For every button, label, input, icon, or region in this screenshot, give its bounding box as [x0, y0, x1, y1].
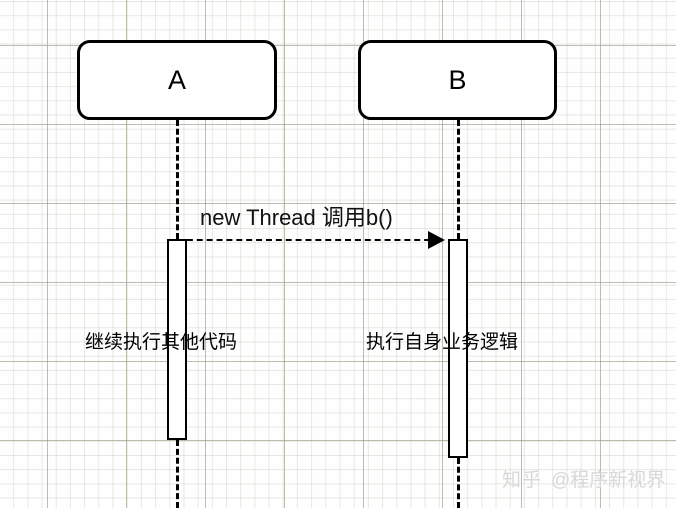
- activation-note-a: 继续执行其他代码: [85, 332, 238, 353]
- message-arrow-head-icon: [428, 231, 445, 249]
- lifeline-a-lower: [176, 440, 179, 508]
- watermark: 知乎 @程序新视界: [502, 471, 665, 490]
- lifeline-a-upper: [176, 120, 179, 239]
- participant-box-a[interactable]: A: [77, 40, 277, 120]
- participant-label-a: A: [167, 64, 186, 95]
- participant-box-b[interactable]: B: [358, 40, 557, 120]
- message-arrow-line: [177, 239, 440, 241]
- activation-note-b: 执行自身业务逻辑: [366, 332, 519, 353]
- message-label: new Thread 调用b(): [200, 205, 393, 230]
- activation-bar-a[interactable]: [167, 239, 187, 440]
- watermark-handle: @程序新视界: [551, 470, 666, 491]
- participant-label-b: B: [448, 64, 467, 95]
- activation-bar-b[interactable]: [448, 239, 468, 458]
- watermark-brand: 知乎: [502, 470, 543, 491]
- lifeline-b-lower: [457, 458, 460, 508]
- lifeline-b-upper: [457, 120, 460, 239]
